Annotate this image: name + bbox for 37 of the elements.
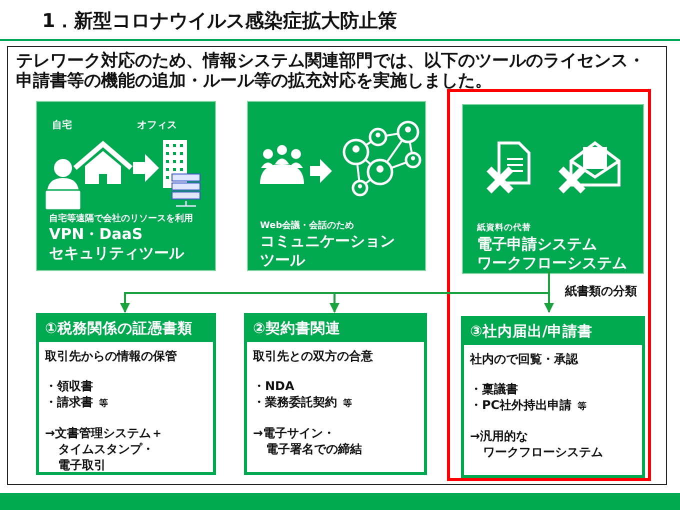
list-item: ・NDA [253, 379, 294, 394]
tile-caption: 紙資料の代替 [477, 222, 531, 234]
solution-text: →文書管理システム＋タイムスタンプ・電子取引 [45, 424, 164, 474]
solution-text: →汎用的なワークフローシステム [470, 428, 604, 460]
tool-tile [36, 101, 216, 271]
tile-caption: Web会議・会話のため [260, 219, 354, 232]
edge-label: 紙書類の分類 [563, 283, 639, 300]
list-item: ・業務委託契約 [253, 395, 337, 410]
card-header: ①税務関係の証憑書類 [39, 316, 213, 342]
tool-tile [247, 101, 426, 271]
list-item: ・領収書 [45, 379, 93, 394]
note-text: 等 [343, 399, 352, 410]
category-card [461, 316, 645, 478]
solution-text: →電子サイン・電子署名での締結 [253, 424, 364, 457]
category-card [244, 313, 427, 475]
list-item: ・PC社外持出申請 [470, 398, 572, 412]
purpose-text: 社内ので回覧・承認 [470, 352, 578, 366]
place-label: オフィス [137, 119, 177, 132]
card-header: ③社内届出/申請書 [464, 319, 642, 345]
tile-title: VPN・DaaS セキュリティツール [49, 225, 186, 262]
list-item: ・請求書 [45, 395, 93, 410]
tile-caption: 自宅等遠隔で会社のリソースを利用 [49, 212, 193, 225]
category-card [36, 313, 216, 475]
purpose-text: 取引先との双方の合意 [253, 349, 373, 363]
note-text: 等 [578, 402, 587, 412]
tile-title: コミュニケーションツール [260, 232, 396, 270]
purpose-text: 取引先からの情報の保管 [45, 349, 177, 363]
page-title: 1．新型コロナウイルス感染症拡大防止策 [42, 9, 398, 34]
card-header: ②契約書関連 [247, 316, 424, 342]
content-frame [7, 46, 667, 485]
note-text: 等 [99, 399, 108, 410]
place-label: 自宅 [52, 118, 72, 132]
list-item: ・稟議書 [470, 382, 518, 396]
box-frame [447, 89, 651, 481]
tile-title: 電子申請システムワークフローシステム [477, 235, 628, 272]
intro-text: テレワーク対応のため、情報システム関連部門では、以下のツールのライセンス・申請書等の機能の追加・ルール等の拡充対応を実施しました。 [16, 51, 646, 92]
tool-tile [462, 104, 644, 274]
